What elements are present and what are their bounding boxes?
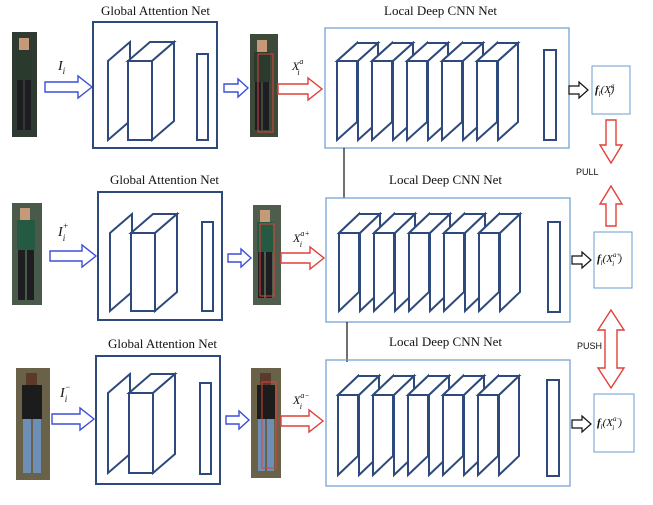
cnn-output-bar	[547, 221, 561, 313]
attention-label: Xa+i	[292, 229, 310, 249]
attention-layers	[109, 211, 180, 314]
row-positive: Global Attention Net Local Deep CNN Net …	[12, 172, 633, 323]
attended-image	[251, 368, 281, 478]
pull-label: PULL	[576, 167, 599, 177]
local-cnn-net-box	[325, 197, 571, 323]
attention-crop-box	[257, 53, 274, 133]
cnn-layers	[336, 211, 523, 314]
pull-indicator: PULL	[576, 119, 624, 227]
pull-arrow-up	[598, 184, 624, 227]
input-image	[16, 368, 50, 480]
local-cnn-title: Local Deep CNN Net	[389, 172, 502, 187]
input-label: I+i	[57, 221, 69, 243]
cnn-layers	[334, 40, 521, 143]
attention-crop-box	[259, 223, 275, 297]
blue-arrow-attention	[227, 247, 253, 269]
feature-box	[593, 393, 635, 453]
red-arrow-to-cnn	[280, 245, 326, 271]
attention-crop-box	[261, 381, 277, 469]
row-anchor: Global Attention Net Local Deep CNN Net …	[12, 3, 631, 149]
push-label: PUSH	[577, 341, 602, 351]
global-attention-net-box	[95, 355, 221, 485]
global-attention-net-box	[97, 191, 223, 321]
feature-box	[593, 231, 633, 289]
input-image	[12, 203, 42, 305]
attention-output-bar	[199, 382, 212, 475]
black-arrow-feature	[571, 250, 592, 270]
black-arrow-feature	[568, 80, 589, 100]
global-attention-title: Global Attention Net	[101, 3, 210, 18]
attended-image	[253, 205, 281, 305]
blue-arrow-attention	[223, 77, 250, 99]
feature-label: fl(Xa−i)	[597, 415, 622, 432]
push-indicator: PUSH	[577, 308, 626, 390]
global-attention-net-box	[92, 21, 218, 149]
push-arrow	[596, 308, 626, 390]
blue-arrow-attention	[225, 409, 251, 431]
cnn-layers	[335, 373, 522, 478]
attention-layers	[107, 39, 177, 143]
blue-arrow-input	[51, 406, 96, 432]
leg-shape	[25, 80, 31, 130]
input-image	[12, 32, 37, 137]
head-shape	[19, 38, 29, 50]
cnn-output-bar	[543, 49, 557, 141]
global-attention-title: Global Attention Net	[108, 336, 217, 351]
blue-arrow-input	[44, 74, 94, 100]
leg-shape	[17, 80, 23, 130]
attended-image	[250, 34, 278, 137]
red-arrow-to-cnn	[277, 76, 324, 102]
input-label: I−i	[59, 382, 71, 404]
attention-output-bar	[201, 221, 214, 312]
black-arrow-feature	[571, 414, 592, 434]
feature-label: fl(Xa+i)	[597, 251, 622, 268]
pull-arrow-down	[598, 119, 624, 165]
local-cnn-title: Local Deep CNN Net	[389, 334, 502, 349]
input-label: Ii	[57, 59, 66, 76]
torso-shape	[16, 50, 32, 80]
feature-box	[591, 65, 631, 115]
attention-output-bar	[196, 53, 209, 141]
global-attention-title: Global Attention Net	[110, 172, 219, 187]
local-cnn-title: Local Deep CNN Net	[384, 3, 497, 18]
blue-arrow-input	[49, 243, 98, 269]
red-arrow-to-cnn	[280, 408, 325, 434]
local-cnn-net-box	[325, 359, 571, 487]
attention-layers	[107, 371, 178, 476]
row-negative: Global Attention Net Local Deep CNN Net …	[16, 334, 635, 487]
cnn-output-bar	[546, 379, 560, 477]
attention-label: Xa−i	[292, 391, 310, 411]
